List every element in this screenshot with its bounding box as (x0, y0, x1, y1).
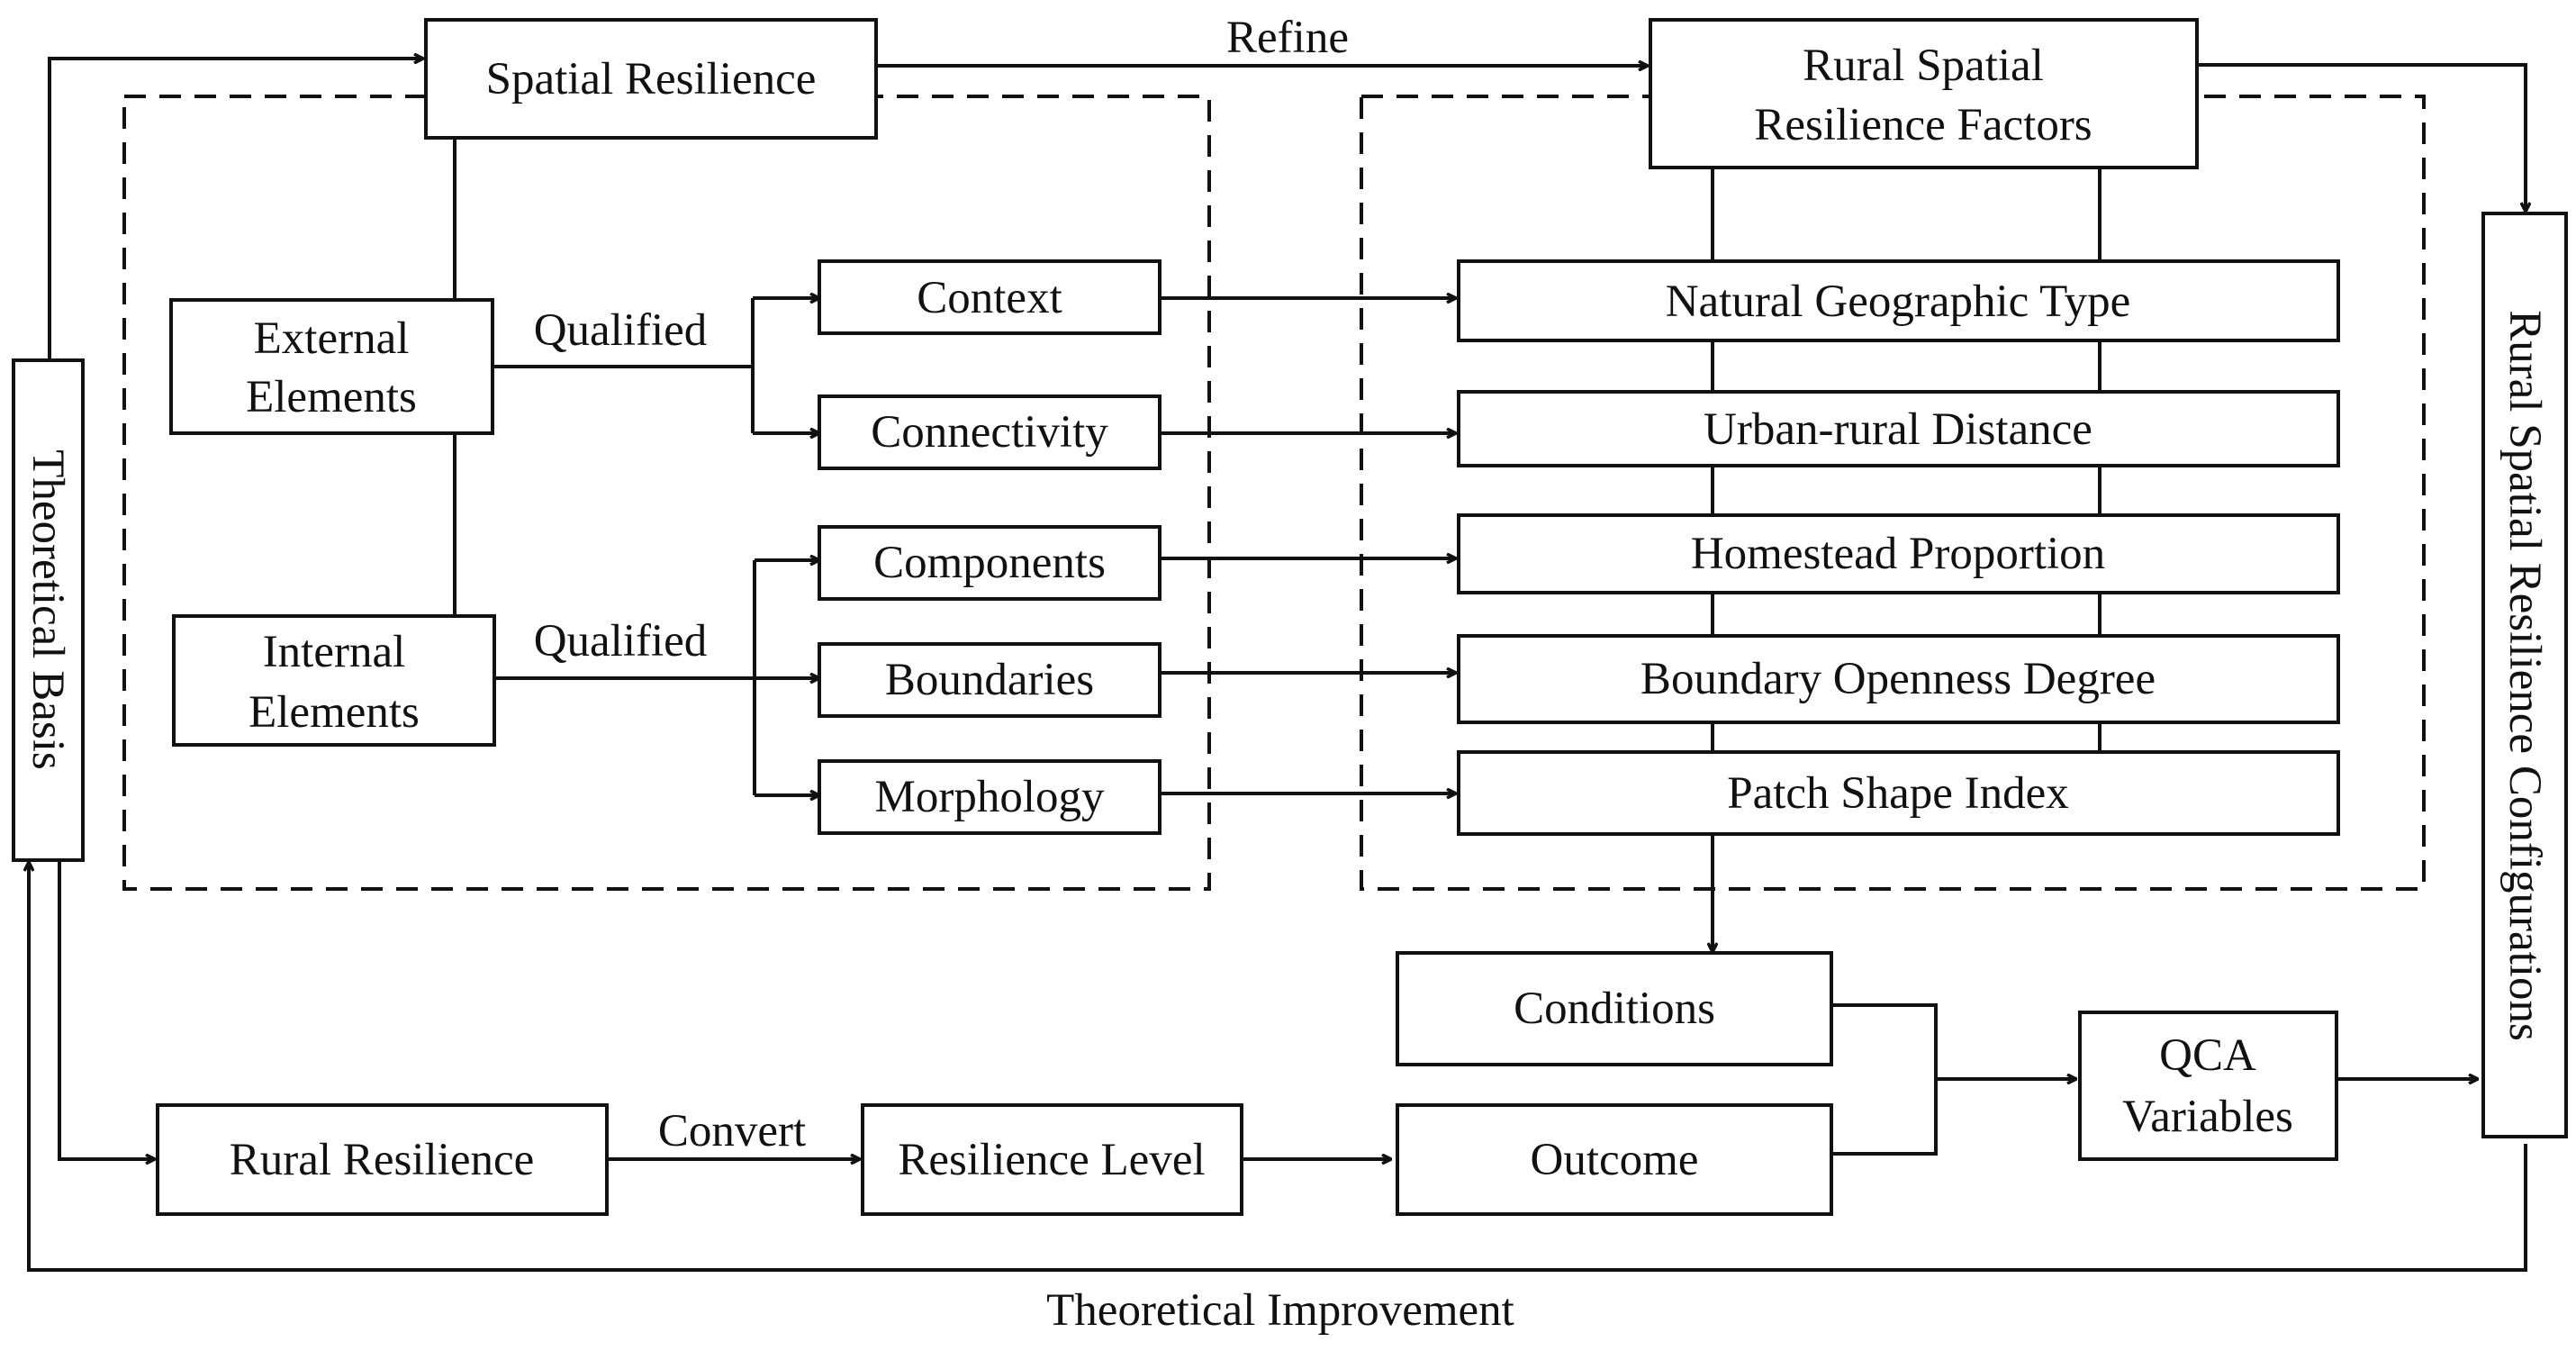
components-label: Components (873, 538, 1106, 588)
natural-geographic-type-node: Natural Geographic Type (1457, 259, 2340, 342)
homestead-proportion-label: Homestead Proportion (1691, 529, 2105, 579)
internal-elements-label-line1: Internal (263, 627, 406, 677)
factors-label-line1: Rural Spatial (1803, 41, 2044, 91)
qualified-internal-edge-label: Qualified (534, 616, 708, 666)
resilience-level-label: Resilience Level (898, 1135, 1205, 1185)
boundary-openness-degree-label: Boundary Openness Degree (1641, 654, 2156, 704)
rural-resilience-label: Rural Resilience (230, 1135, 534, 1185)
qca-variables-label-line1: QCA (2159, 1030, 2256, 1081)
external-elements-label-line2: Elements (246, 372, 417, 422)
internal-elements-label-line2: Elements (249, 687, 420, 738)
qca-variables-label-line2: Variables (2122, 1092, 2293, 1142)
external-elements-node: External Elements (169, 298, 494, 435)
context-label: Context (917, 273, 1062, 323)
context-node: Context (818, 259, 1161, 335)
spatial-resilience-label: Spatial Resilience (486, 54, 817, 104)
internal-elements-node: Internal Elements (172, 614, 496, 747)
theoretical-basis-label: Theoretical Basis (23, 449, 73, 769)
morphology-label: Morphology (875, 772, 1106, 822)
spatial-resilience-node: Spatial Resilience (424, 18, 878, 140)
refine-edge-label: Refine (1226, 13, 1349, 63)
rural-resilience-node: Rural Resilience (156, 1103, 609, 1216)
qualified-external-edge-label: Qualified (534, 305, 708, 356)
theoretical-basis-node: Theoretical Basis (12, 358, 85, 862)
external-elements-label-line1: External (254, 313, 410, 364)
urban-rural-distance-node: Urban-rural Distance (1457, 390, 2340, 467)
edge-conditions-outcome-join (1832, 1003, 1938, 1156)
resilience-level-node: Resilience Level (861, 1103, 1243, 1216)
theoretical-improvement-edge-label: Theoretical Improvement (1046, 1285, 1514, 1336)
morphology-node: Morphology (818, 759, 1161, 835)
boundaries-label: Boundaries (885, 655, 1094, 705)
conditions-node: Conditions (1396, 951, 1833, 1066)
homestead-proportion-node: Homestead Proportion (1457, 513, 2340, 594)
edge-basis-to-spatial-resilience (48, 59, 423, 360)
urban-rural-distance-label: Urban-rural Distance (1704, 404, 2092, 455)
patch-shape-index-label: Patch Shape Index (1727, 768, 2069, 819)
factors-label-line2: Resilience Factors (1754, 100, 2092, 150)
rural-spatial-resilience-configurations-node: Rural Spatial Resilience Configurations (2481, 212, 2568, 1138)
convert-edge-label: Convert (658, 1106, 806, 1156)
outcome-label: Outcome (1531, 1135, 1699, 1185)
rural-spatial-resilience-factors-node: Rural Spatial Resilience Factors (1649, 18, 2199, 169)
qca-variables-node: QCA Variables (2078, 1011, 2338, 1161)
boundary-openness-degree-node: Boundary Openness Degree (1457, 634, 2340, 724)
boundaries-node: Boundaries (818, 642, 1161, 718)
connectivity-label: Connectivity (871, 407, 1108, 458)
edge-basis-to-rural-resilience (58, 860, 155, 1159)
patch-shape-index-node: Patch Shape Index (1457, 750, 2340, 836)
natural-geographic-type-label: Natural Geographic Type (1666, 277, 2131, 327)
conditions-label: Conditions (1514, 984, 1715, 1034)
outcome-node: Outcome (1396, 1103, 1833, 1216)
configurations-label: Rural Spatial Resilience Configurations (2499, 310, 2550, 1041)
components-node: Components (818, 525, 1161, 601)
connectivity-node: Connectivity (818, 394, 1161, 470)
edge-theoretical-improvement (29, 862, 2527, 1272)
edge-factors-to-configurations (2197, 63, 2526, 212)
